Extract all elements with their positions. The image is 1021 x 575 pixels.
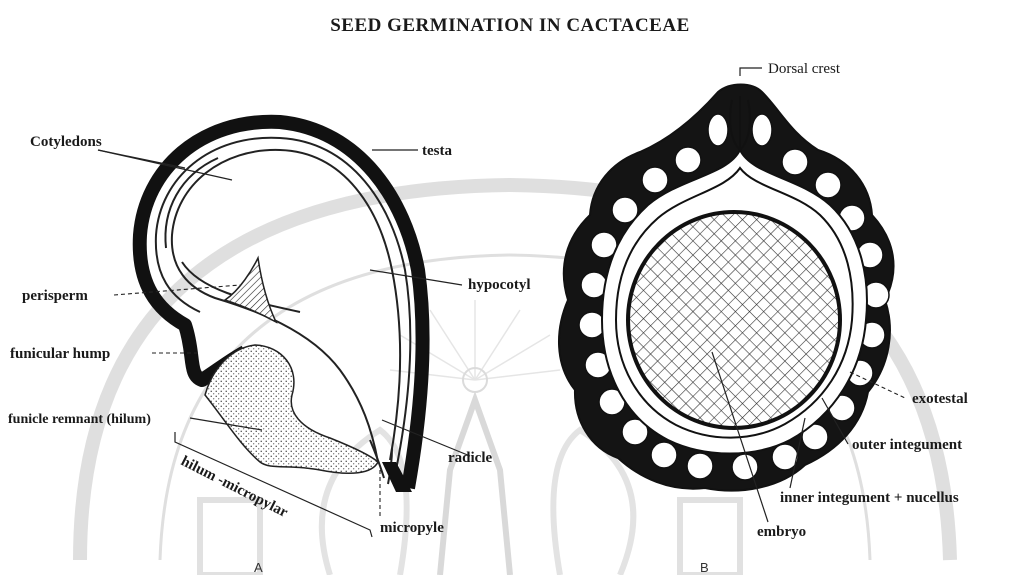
label-embryo: embryo (757, 524, 806, 540)
embryo-core (628, 212, 840, 428)
diagram-title: SEED GERMINATION IN CACTACEAE (330, 15, 690, 36)
label-perisperm: perisperm (22, 288, 88, 304)
perisperm-wedge (225, 258, 276, 322)
label-radicle: radicle (448, 450, 492, 466)
label-inner-integument: inner integument + nucellus (780, 490, 959, 506)
label-funicle-remnant: funicle remnant (hilum) (8, 412, 151, 427)
label-exotestal: exotestal (912, 391, 968, 407)
label-outer-integument: outer integument (852, 437, 962, 453)
label-testa: testa (422, 143, 452, 159)
panel-label-b: B (700, 560, 709, 575)
label-hypocotyl: hypocotyl (468, 277, 531, 293)
label-cotyledons: Cotyledons (30, 134, 102, 150)
seed-cross-section (559, 85, 894, 491)
label-funicular-hump: funicular hump (10, 346, 110, 362)
label-micropyle: micropyle (380, 520, 444, 536)
panel-label-a: A (254, 560, 263, 575)
funicle-remnant (205, 345, 378, 473)
label-dorsal-crest: Dorsal crest (768, 61, 841, 77)
